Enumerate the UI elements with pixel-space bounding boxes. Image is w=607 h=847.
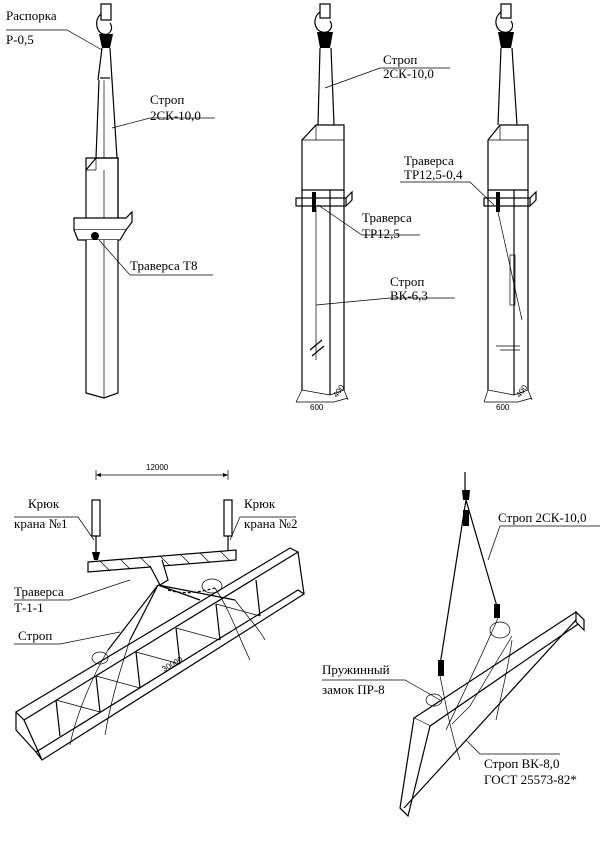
triangular-truss-body [399,610,585,818]
column-shaft [85,240,119,399]
sling-line [95,79,118,159]
crane-hook-icon [314,3,333,48]
base-dimension: 600 400 [483,383,533,412]
svg-text:12000: 12000 [146,463,169,472]
figure-truss-two-cranes: 12000 30000 [14,463,306,761]
traverse-t-1-1 [87,549,237,586]
spacer-link [97,47,113,81]
svg-text:400: 400 [514,383,529,400]
label-traverse-t-1-1: Траверса Т-1-1 [14,584,67,615]
column-shaft [301,190,345,395]
span-dimension: 12000 [95,463,229,480]
label-traverse-tr12-5: Траверса ТР12,5 [362,210,415,241]
label-spring-lock: Пружинный замок ПР-8 [322,662,393,697]
traverse-t8 [73,210,133,241]
figure-column-traverse-t8: Распорка Р-0,5 Строп 2СК-10,0 Траверса Т… [6,3,215,399]
label-sling-vk-8: Строп ВК-8,0 ГОСТ 25573-82* [484,756,577,787]
label-sling: Строп [18,628,52,643]
truss-slings [69,578,266,746]
label-sling-2sk-10: Строп 2СК-10,0 [498,510,586,525]
svg-text:600: 600 [310,403,324,412]
sling-line [497,47,518,126]
figure-triangular-truss: Строп 2СК-10,0 Пружинный замок ПР-8 Стро… [322,472,600,818]
label-sling-2sk: Строп 2СК-10,0 [383,52,434,81]
sling-2sk [439,499,499,666]
label-traverse-tr12-5-0-4: Траверса ТР12,5-0,4 [404,153,463,182]
label-hook-crane-2: Крюк крана №2 [244,496,297,531]
traverse-tr12-5 [295,190,353,212]
sling-line [317,47,335,126]
figure-column-traverse-tr12-0-4: 600 400 Траверса ТР12,5-0,4 [400,3,537,412]
label-spacer: Распорка Р-0,5 [6,8,60,47]
svg-text:600: 600 [496,403,510,412]
crane-hook-1-icon [91,499,101,560]
label-sling-2sk: Строп 2СК-10,0 [150,92,201,123]
label-hook-crane-1: Крюк крана №1 [14,496,67,531]
crane-hook-icon [495,3,514,48]
label-sling-vk-6-3: Строп ВК-6,3 [390,274,428,303]
crane-hook-icon [462,472,470,500]
column-shaft [487,190,529,395]
column-head [85,157,119,227]
figure-column-traverse-tr12: 600 400 Строп 2СК-10,0 Траверса ТР12,5 С… [295,3,455,412]
truss-beam: 30000 [15,547,306,761]
crane-hook-icon [96,3,113,48]
traverse-tr12-5-0-4 [483,190,537,212]
label-traverse-t8: Траверса Т8 [130,258,197,273]
base-dimension: 600 400 [295,383,349,412]
